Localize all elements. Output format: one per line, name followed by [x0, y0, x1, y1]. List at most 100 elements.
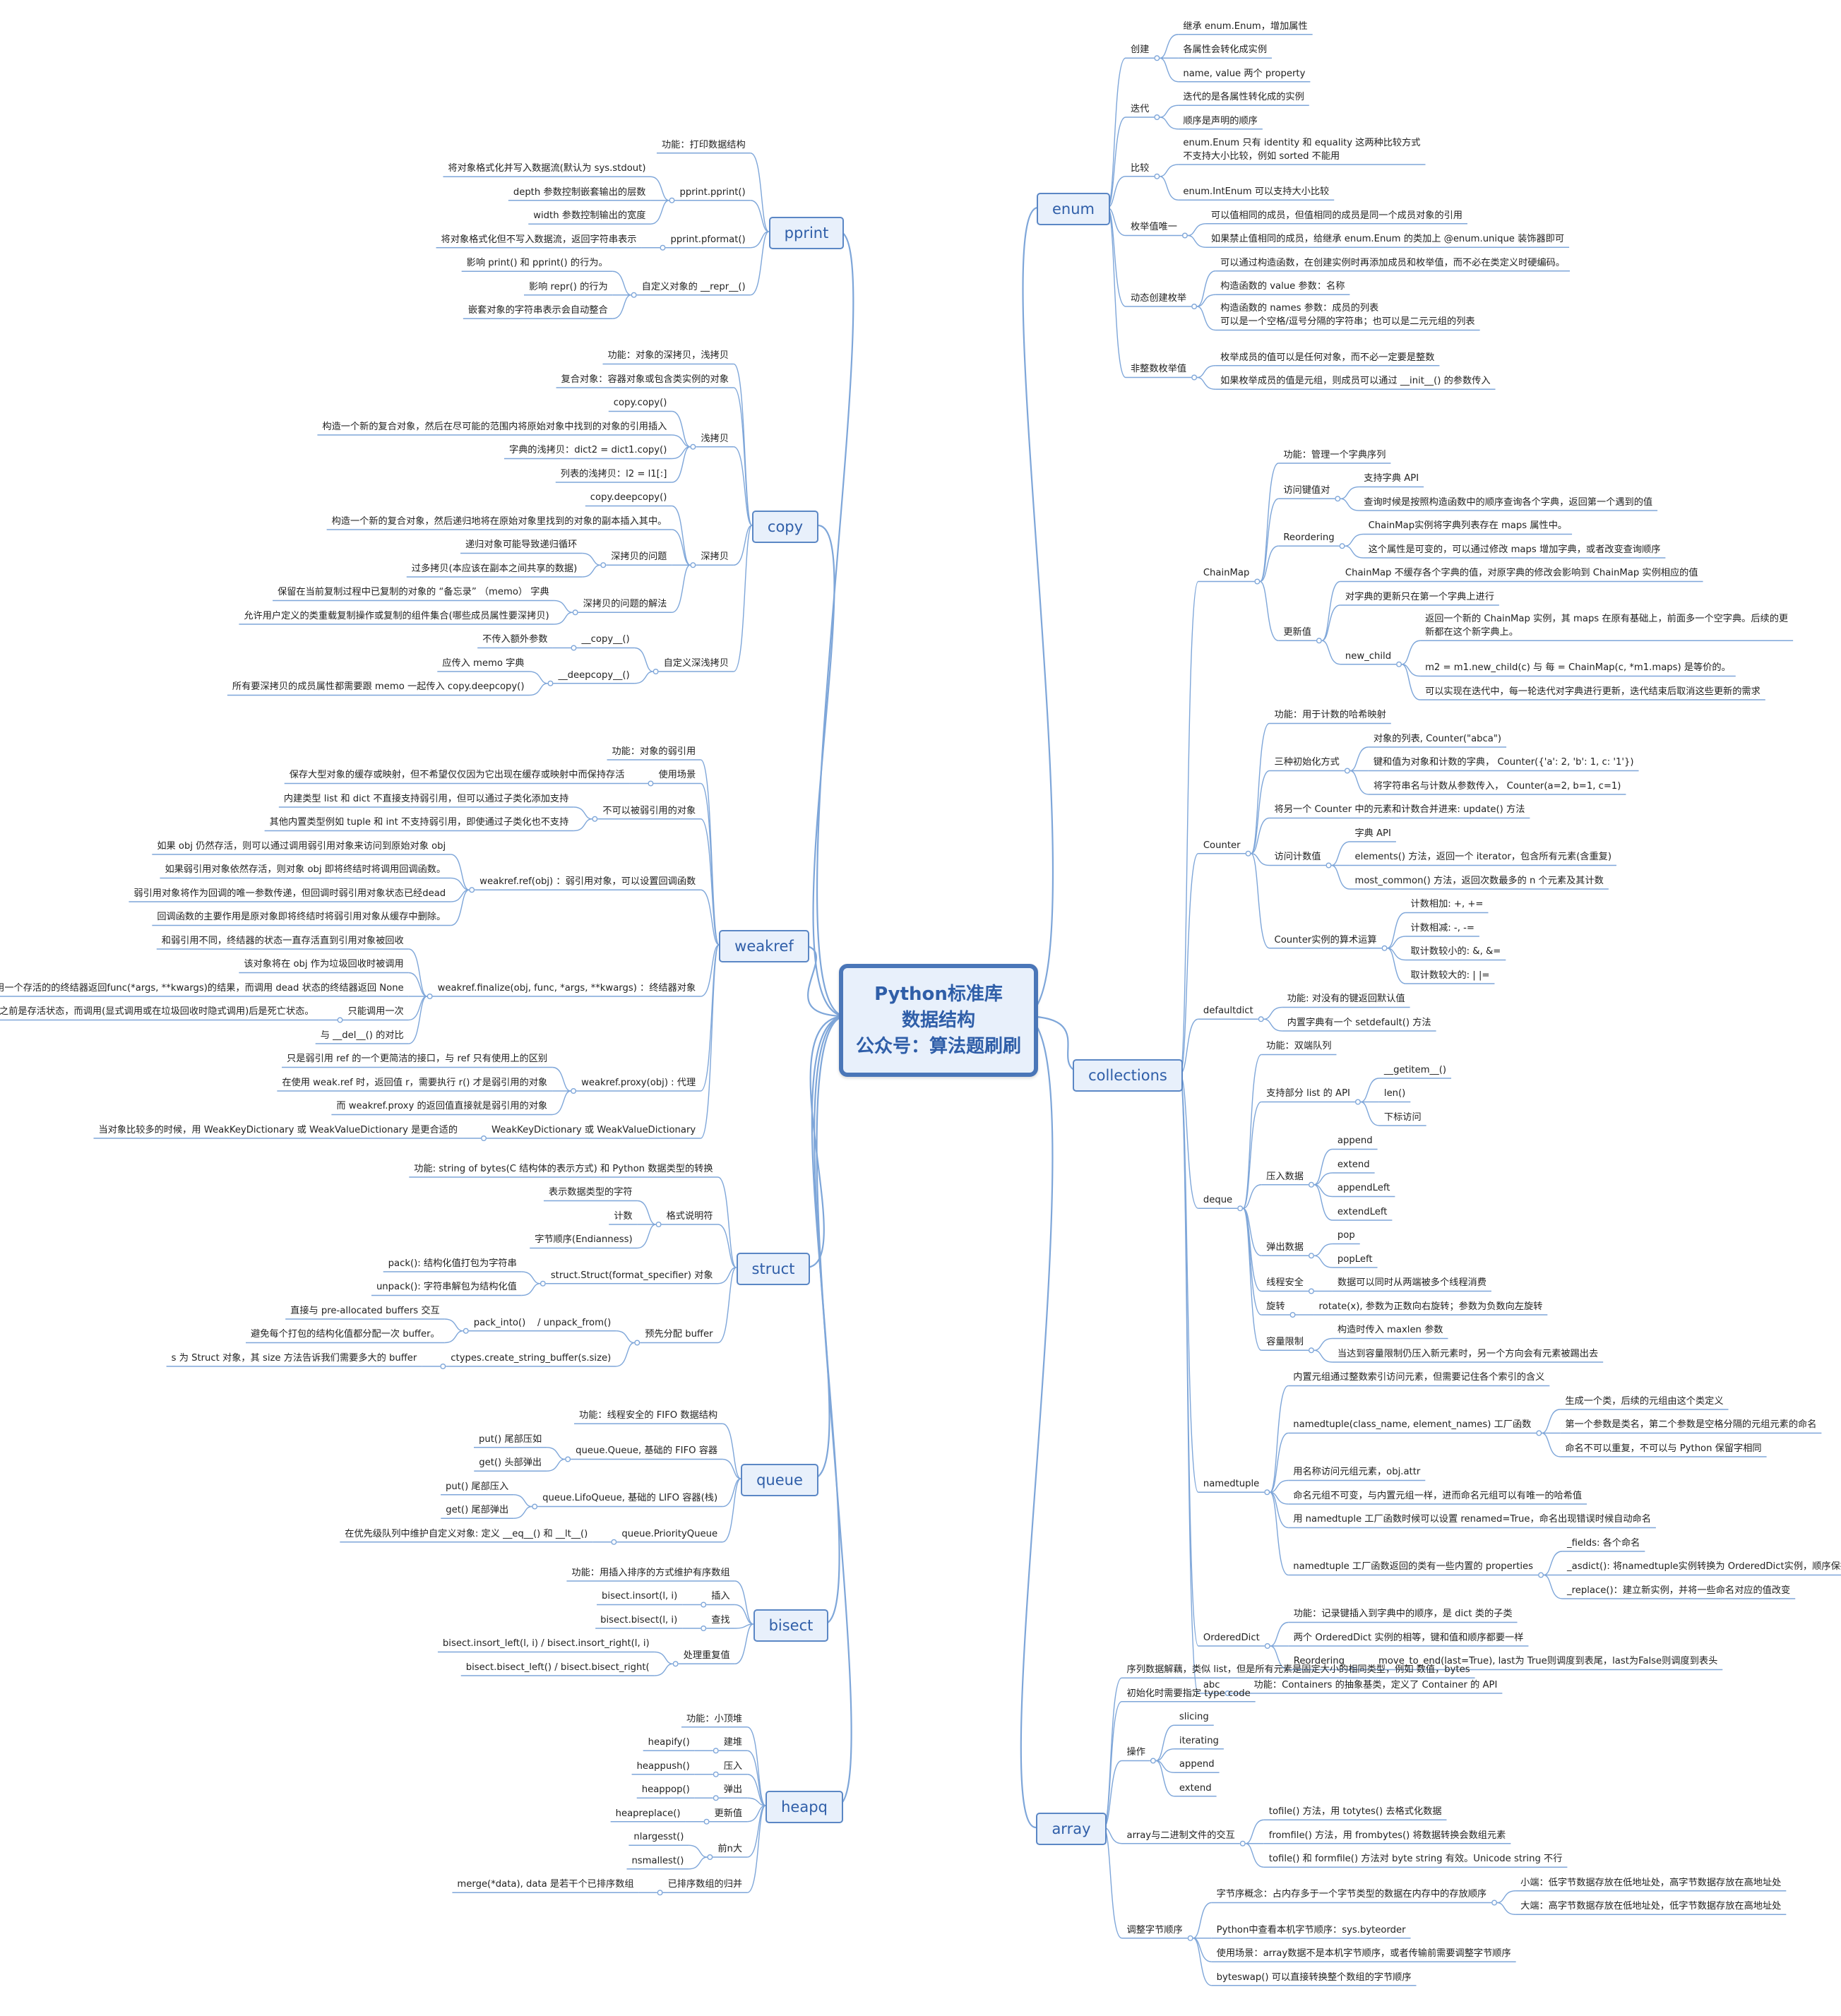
branch-enum[interactable]: enum: [1037, 193, 1110, 225]
topic-elements-iterator[interactable]: elements() 方法，返回一个 iterator，包含所有元素(含重复): [1354, 852, 1611, 863]
topic-node[interactable]: 可以实现在迭代中，每一轮迭代对字典进行更新，迭代结束后取消这些更新的需求: [1425, 686, 1760, 697]
topic-popleft[interactable]: popLeft: [1337, 1253, 1373, 1265]
topic-nlargesst[interactable]: nlargesst(): [633, 1832, 684, 1843]
topic-node[interactable]: 深拷贝: [701, 551, 729, 563]
topic-node[interactable]: 下标访问: [1383, 1111, 1422, 1123]
topic-node[interactable]: 使用场景: [658, 770, 696, 781]
topic-repr[interactable]: 影响 repr() 的行为: [528, 281, 608, 292]
topic-node[interactable]: 构造一个新的复合对象，然后递归地将在原始对象里找到的对象的副本插入其中。: [331, 515, 667, 527]
topic-heapify[interactable]: heapify(): [648, 1737, 690, 1748]
topic-weakref-proxy-obj[interactable]: weakref.proxy(obj) : 代理: [581, 1077, 696, 1088]
topic-containers-container-api[interactable]: 功能：Containers 的抽象基类，定义了 Container 的 API: [1253, 1679, 1498, 1690]
topic-node[interactable]: 复合对象：容器对象或包含类实例的对象: [561, 374, 729, 385]
topic-ordereddict[interactable]: OrderedDict: [1203, 1632, 1260, 1643]
topic-append[interactable]: append: [1179, 1759, 1215, 1770]
topic-list-bytes[interactable]: 序列数据解藕，类似 list，但是所有元素是固定大小的相同类型，例如 数值，by…: [1126, 1664, 1470, 1676]
topic-merge-data-data[interactable]: merge(*data), data 是若干个已排序数组: [457, 1879, 634, 1890]
topic-weakref-proxy[interactable]: 而 weakref.proxy 的返回值直接就是弱引用的对象: [336, 1101, 548, 1112]
topic-node[interactable]: 更新值: [1283, 627, 1311, 638]
branch-copy[interactable]: copy: [751, 511, 819, 543]
topic-extendleft[interactable]: extendLeft: [1337, 1206, 1388, 1217]
topic-node[interactable]: 将对象格式化但不写入数据流，返回字符串表示: [441, 234, 637, 245]
topic-l2-l1[interactable]: 列表的浅拷贝：l2 = l1[:]: [560, 468, 667, 479]
topic-len[interactable]: len(): [1383, 1088, 1406, 1099]
topic-repr[interactable]: 自定义对象的 __repr__(): [641, 281, 746, 292]
topic-type-code[interactable]: 初始化时需要指定 type code: [1126, 1688, 1251, 1699]
topic-node[interactable]: 处理重复值: [683, 1650, 730, 1662]
topic-value[interactable]: 构造函数的 value 参数：名称: [1220, 281, 1345, 292]
branch-bisect[interactable]: bisect: [753, 1609, 829, 1642]
topic-node[interactable]: 枚举值唯一: [1130, 222, 1177, 233]
topic-reordering[interactable]: Reordering: [1283, 532, 1335, 544]
topic-reordering[interactable]: Reordering: [1293, 1656, 1345, 1667]
topic-endianness[interactable]: 字节顺序(Endianness): [535, 1234, 633, 1246]
topic-m2-m1-new-child-c-chainmap-c-m1-maps[interactable]: m2 = m1.new_child(c) 与 每 = ChainMap(c, *…: [1425, 662, 1731, 674]
topic-byteswap[interactable]: byteswap() 可以直接转换整个数组的字节顺序: [1216, 1972, 1412, 1983]
topic-print-pprint[interactable]: 影响 print() 和 pprint() 的行为。: [466, 258, 608, 269]
topic-weakref-finalize-obj-func-args-kwargs[interactable]: weakref.finalize(obj, func, *args, **kwa…: [437, 982, 696, 994]
topic-replace[interactable]: _replace()：建立新实例，并将一些命名对应的值改变: [1567, 1585, 1791, 1596]
topic-fields[interactable]: _fields: 各个命名: [1567, 1537, 1640, 1549]
topic-counter[interactable]: Counter实例的算术运算: [1274, 934, 1377, 946]
topic-node[interactable]: 数据可以同时从两端被多个线程消费: [1337, 1277, 1486, 1289]
topic-chainmap-maps[interactable]: 返回一个新的 ChainMap 实例，其 maps 在原有基础上，前面多一个空字…: [1425, 613, 1789, 638]
topic-extend[interactable]: extend: [1337, 1159, 1370, 1170]
topic-copy-copy[interactable]: copy.copy(): [613, 398, 667, 409]
topic-node[interactable]: 浅拷贝: [701, 433, 729, 444]
topic-node[interactable]: 字节序概念：占内存多于一个字节类型的数据在内存中的存放顺序: [1216, 1889, 1487, 1900]
topic-node[interactable]: 当达到容量限制仍压入新元素时，另一个方向会有元素被踢出去: [1337, 1348, 1599, 1359]
topic-defaultdict[interactable]: defaultdict: [1203, 1006, 1253, 1017]
topic-node[interactable]: 取计数较小的: &, &=: [1410, 946, 1501, 958]
topic-node[interactable]: 创建: [1130, 44, 1150, 56]
topic-api[interactable]: 支持字典 API: [1364, 473, 1419, 484]
topic-appendleft[interactable]: appendLeft: [1337, 1183, 1390, 1194]
topic-node[interactable]: 访问计数值: [1274, 852, 1321, 863]
topic-struct-struct-format-specifier[interactable]: struct.Struct(format_specifier) 对象: [550, 1270, 713, 1281]
topic-buffer[interactable]: 避免每个打包的结构化值都分配一次 buffer。: [251, 1329, 440, 1340]
topic-tofile-formfile-byte-string-unicode-string[interactable]: tofile() 和 formfile() 方法对 byte string 有效…: [1268, 1854, 1563, 1865]
topic-list-api[interactable]: 支持部分 list 的 API: [1266, 1088, 1350, 1099]
topic-append[interactable]: append: [1337, 1135, 1373, 1147]
topic-heappush[interactable]: heappush(): [636, 1760, 690, 1772]
topic-node[interactable]: 功能：小顶堆: [686, 1713, 743, 1724]
topic-node[interactable]: 功能：对象的弱引用: [612, 746, 696, 757]
topic-names[interactable]: 构造函数的 names 参数：成员的列表 可以是一个空格/逗号分隔的字符串；也可…: [1220, 303, 1475, 328]
topic-node[interactable]: 比较: [1130, 162, 1150, 174]
topic-node[interactable]: 迭代的是各属性转化成的实例: [1183, 92, 1304, 103]
branch-pprint[interactable]: pprint: [768, 217, 845, 249]
topic-bisect-insort-left-l-i-bisect-insort-right-l-i[interactable]: bisect.insort_left(l, i) / bisect.insort…: [442, 1638, 650, 1650]
topic-put[interactable]: put() 尾部压入: [446, 1481, 509, 1492]
topic-pack-into-unpack-from[interactable]: pack_into() / unpack_from(): [473, 1317, 612, 1328]
topic-weak-ref-r-r[interactable]: 在使用 weak.ref 时，返回值 r，需要执行 r() 才是弱引用的对象: [282, 1077, 548, 1088]
topic-array[interactable]: 使用场景：array数据不是本机字节顺序，或者传输前需要调整字节顺序: [1216, 1948, 1511, 1960]
topic-node[interactable]: 深拷贝的问题的解法: [583, 599, 667, 610]
topic-node[interactable]: 回调函数的主要作用是原对象即将终结时将弱引用对象从缓存中删除。: [157, 912, 446, 923]
topic-ref-ref[interactable]: 只是弱引用 ref 的一个更简洁的接口，与 ref 只有使用上的区别: [287, 1054, 548, 1065]
topic-namedtuple-properties[interactable]: namedtuple 工厂函数返回的类有一些内置的 properties: [1293, 1561, 1534, 1573]
topic-node[interactable]: 动态创建枚举: [1130, 292, 1187, 304]
topic-node[interactable]: 功能：用插入排序的方式维护有序数组: [571, 1567, 730, 1578]
topic-sys-stdout[interactable]: 将对象格式化并写入数据流(默认为 sys.stdout): [448, 163, 646, 174]
topic-queue-priorityqueue[interactable]: queue.PriorityQueue: [621, 1528, 718, 1539]
topic-node[interactable]: 查找: [711, 1614, 730, 1626]
topic-tuple-int[interactable]: 其他内置类型例如 tuple 和 int 不支持弱引用，即使通过子类化也不支持: [269, 817, 569, 828]
topic-setdefault[interactable]: 内置字典有一个 setdefault() 方法: [1287, 1017, 1431, 1028]
topic-node[interactable]: 计数相减: -, -=: [1410, 922, 1474, 934]
branch-array[interactable]: array: [1036, 1813, 1107, 1845]
topic-weakref-ref-obj[interactable]: weakref.ref(obj) ：弱引用对象，可以设置回调函数: [479, 876, 696, 888]
topic-counter-abca[interactable]: 对象的列表, Counter("abca"): [1373, 733, 1502, 744]
topic-node[interactable]: 功能：对象的深拷贝，浅拷贝: [607, 350, 729, 362]
topic-namedtuple-class-name-element-names[interactable]: namedtuple(class_name, element_names) 工厂…: [1293, 1419, 1532, 1431]
topic-python[interactable]: 命名不可以重复，不可以与 Python 保留字相同: [1565, 1443, 1762, 1454]
topic-put[interactable]: put() 尾部压如: [479, 1433, 542, 1445]
topic-queue-lifoqueue-lifo[interactable]: queue.LifoQueue, 基础的 LIFO 容器(栈): [542, 1493, 718, 1504]
topic-maps[interactable]: 这个属性是可变的，可以通过修改 maps 增加字典，或者改变查询顺序: [1368, 544, 1661, 555]
branch-heapq[interactable]: heapq: [765, 1791, 843, 1823]
topic-node[interactable]: 功能：管理一个字典序列: [1283, 449, 1386, 460]
topic-node[interactable]: 命名元组不可变，与内置元组一样，进而命名元组可以有唯一的哈希值: [1293, 1490, 1583, 1501]
topic-list-dict[interactable]: 内建类型 list 和 dict 不直接支持弱引用，但可以通过子类化添加支持: [283, 793, 569, 804]
branch-queue[interactable]: queue: [741, 1464, 818, 1496]
topic-node[interactable]: 只能调用一次: [347, 1006, 404, 1018]
topic-node[interactable]: 功能：用于计数的哈希映射: [1274, 710, 1386, 721]
topic-node[interactable]: 压入数据: [1266, 1171, 1304, 1182]
